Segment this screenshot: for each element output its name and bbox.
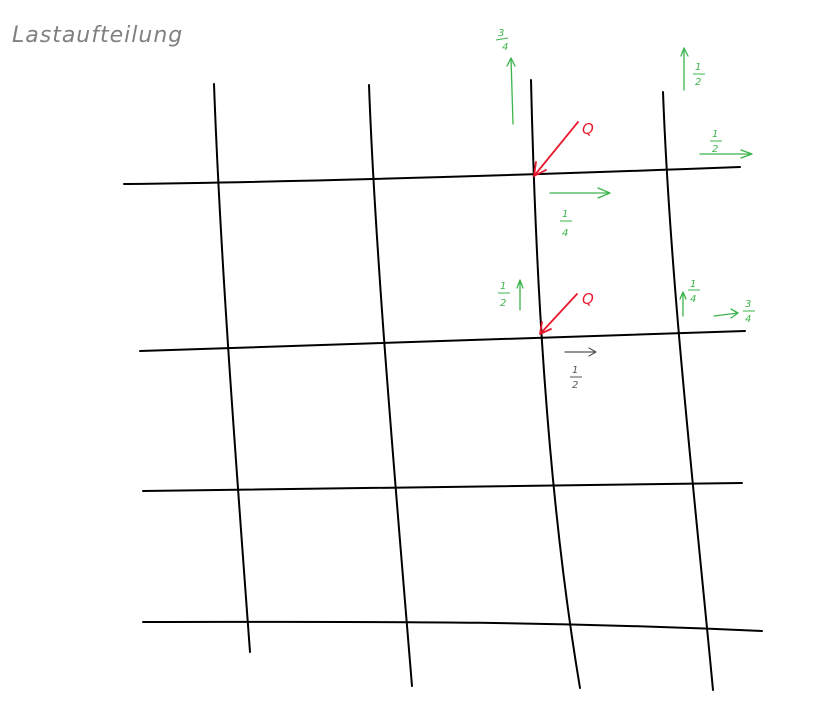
fraction-1-2-top-right: 1 2: [693, 62, 705, 88]
horizontal-beams: [123, 166, 763, 632]
share-arrow-right-top: [699, 149, 753, 159]
fraction-numerator: 1: [572, 365, 578, 376]
column-2: [368, 84, 413, 687]
share-arrow-up-top-left: [506, 57, 516, 125]
beam-row-1: [123, 166, 741, 185]
fraction-denominator: 4: [562, 228, 568, 239]
fraction-1-2-left: 1 2: [498, 281, 510, 309]
fraction-3-4-right: 3 4: [743, 299, 755, 325]
sketch-title: Lastaufteilung: [12, 23, 183, 48]
vertical-columns: [213, 79, 714, 691]
share-arrow-up-top-right: [680, 47, 689, 91]
fraction-3-4-top: 3 4: [495, 28, 508, 53]
fraction-denominator: 4: [690, 294, 696, 305]
fraction-denominator: 4: [745, 314, 751, 325]
fraction-numerator: 1: [500, 281, 506, 292]
fraction-numerator: 3: [745, 299, 751, 310]
load-label-2: Q: [582, 290, 594, 308]
fraction-numerator: 1: [712, 129, 718, 140]
share-arrow-up-mid-left: [516, 279, 524, 311]
beam-row-3: [142, 482, 743, 492]
load-arrow-2: [539, 293, 578, 335]
fraction-1-2-right: 1 2: [710, 129, 722, 155]
share-arrow-up-mid-right: [679, 291, 687, 317]
share-arrow-right-low: [713, 308, 739, 319]
fraction-denominator: 2: [572, 380, 578, 391]
fraction-numerator: 1: [562, 209, 568, 220]
share-arrow-right-mid: [549, 187, 611, 199]
share-arrow-dark: [564, 347, 597, 357]
fraction-1-4-mid: 1 4: [560, 209, 572, 239]
share-arrows: [506, 47, 753, 319]
column-1: [213, 83, 251, 653]
load-arrow-1: [533, 121, 579, 177]
fraction-numerator: 1: [695, 62, 701, 73]
fraction-numerator: 3: [498, 28, 504, 39]
beam-row-4: [142, 620, 763, 632]
fraction-denominator: 2: [695, 77, 701, 88]
column-3: [530, 79, 581, 689]
fraction-denominator: 4: [502, 42, 508, 53]
load-arrows: [533, 121, 579, 335]
fraction-1-4-right: 1 4: [688, 279, 700, 305]
column-4: [662, 91, 714, 691]
fraction-denominator: 2: [712, 144, 718, 155]
fraction-numerator: 1: [690, 279, 696, 290]
fraction-1-2-dark: 1 2: [570, 365, 582, 391]
load-label-1: Q: [582, 120, 594, 138]
beam-row-2: [139, 330, 746, 352]
fraction-denominator: 2: [500, 298, 506, 309]
